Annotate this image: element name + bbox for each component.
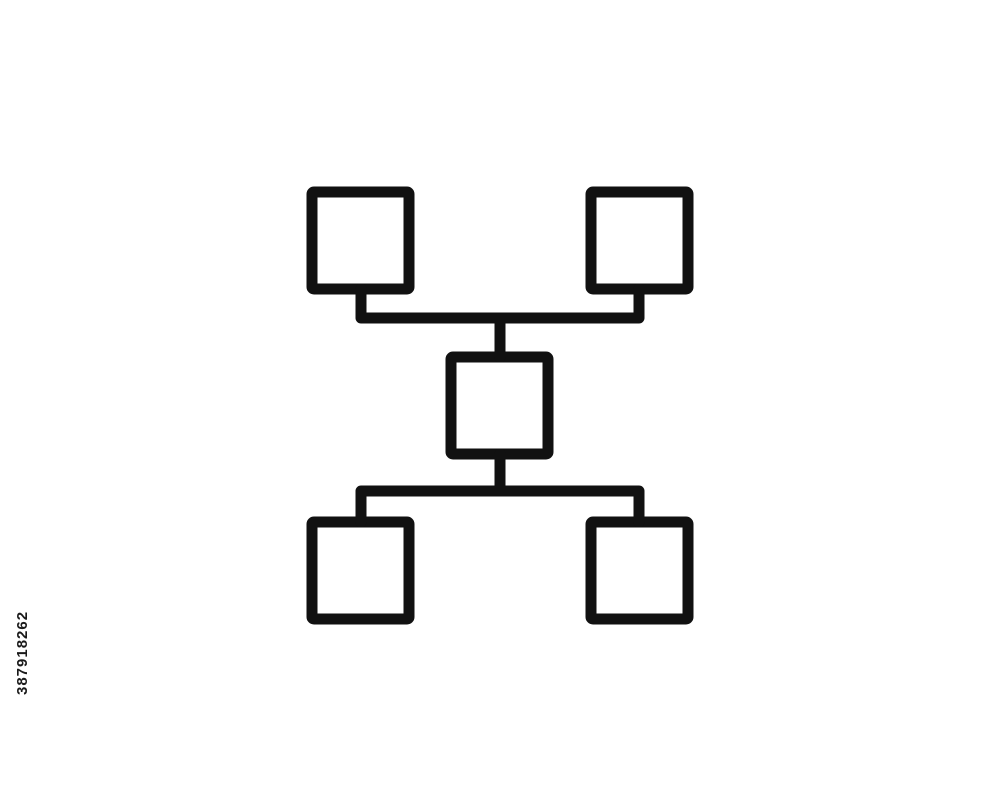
connector-upper — [355, 283, 645, 363]
stock-id-label: 387918262 — [14, 610, 31, 695]
node-top-right — [585, 186, 694, 295]
node-bottom-right — [585, 516, 694, 625]
node-top-left — [306, 186, 415, 295]
node-center — [445, 351, 554, 460]
connector-lower — [355, 448, 645, 528]
node-bottom-left — [306, 516, 415, 625]
